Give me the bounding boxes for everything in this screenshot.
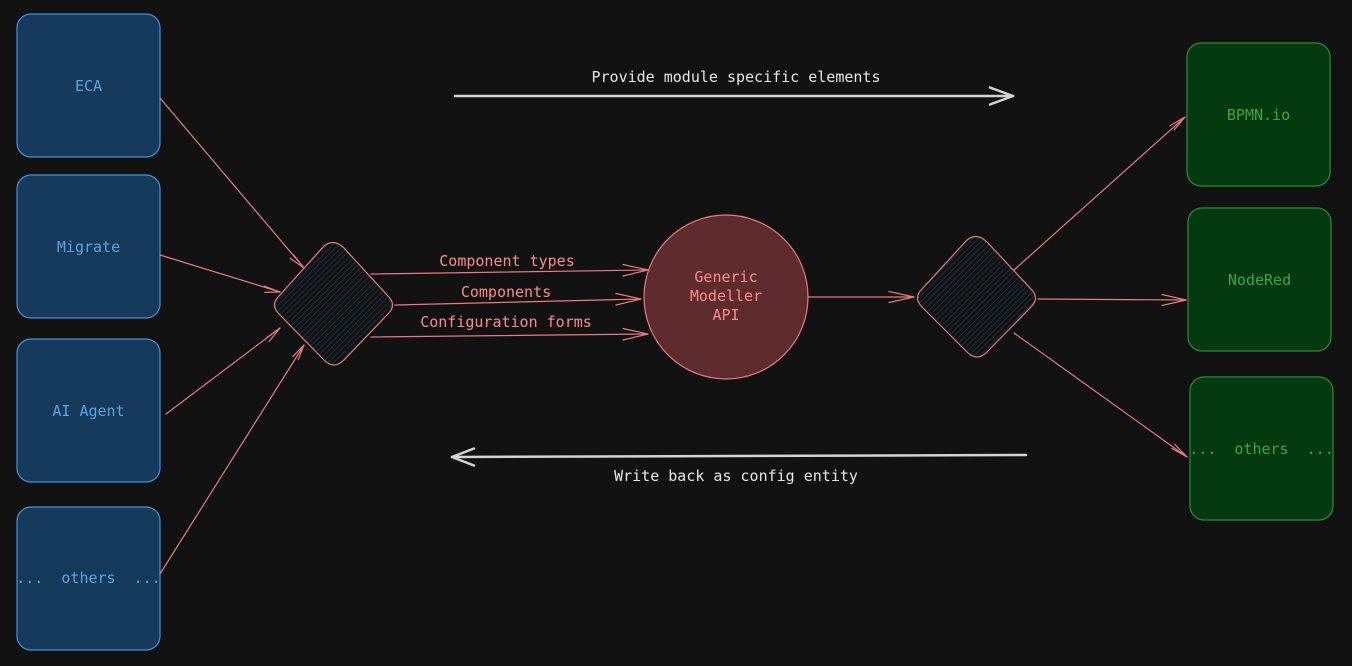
- hub-label-line2: Modeller: [690, 287, 762, 305]
- connector-component-types: [370, 263, 649, 277]
- connector-migrate-to-merge: [159, 254, 281, 293]
- target-label-nodered: NodeRed: [1228, 271, 1291, 289]
- label-components: Components: [461, 283, 551, 301]
- source-label-eca: ECA: [75, 77, 102, 95]
- target-box-bpmn: BPMN.io: [1186, 42, 1331, 187]
- target-box-others: ... others ...: [1189, 376, 1334, 521]
- connector-split-to-bpmn: [1013, 116, 1186, 271]
- source-label-migrate: Migrate: [57, 238, 120, 256]
- source-label-ai-agent: AI Agent: [52, 402, 124, 420]
- write-back-flow-label: Write back as config entity: [614, 467, 858, 485]
- connector-hub-to-split: [807, 290, 915, 304]
- left-merge-diamond: [273, 241, 394, 366]
- label-component-types: Component types: [439, 252, 574, 270]
- connector-configuration-forms: [370, 327, 649, 341]
- source-box-ai-agent: AI Agent: [16, 338, 161, 483]
- source-label-others: ... others ...: [16, 569, 161, 587]
- connector-others-to-merge: [159, 344, 305, 575]
- target-label-bpmn: BPMN.io: [1227, 106, 1290, 124]
- label-configuration-forms: Configuration forms: [420, 313, 592, 331]
- right-split-diamond: [916, 235, 1037, 358]
- source-box-others: ... others ...: [16, 506, 161, 651]
- connector-components: [394, 292, 642, 306]
- connector-split-to-others: [1013, 332, 1188, 458]
- write-back-flow-arrow: [450, 447, 1028, 467]
- generic-modeller-api-hub: Generic Modeller API: [643, 214, 809, 380]
- target-box-nodered: NodeRed: [1187, 207, 1332, 352]
- connector-eca-to-merge: [159, 97, 305, 269]
- provide-flow-label: Provide module specific elements: [592, 68, 881, 86]
- provide-flow-arrow: [453, 86, 1015, 106]
- target-label-others: ... others ...: [1189, 440, 1334, 458]
- source-box-eca: ECA: [16, 13, 161, 158]
- connector-split-to-nodered: [1037, 293, 1187, 307]
- connector-ai-agent-to-merge: [165, 327, 281, 415]
- source-box-migrate: Migrate: [16, 174, 161, 319]
- hub-label-line1: Generic: [694, 268, 757, 286]
- hub-label-line3: API: [712, 306, 739, 324]
